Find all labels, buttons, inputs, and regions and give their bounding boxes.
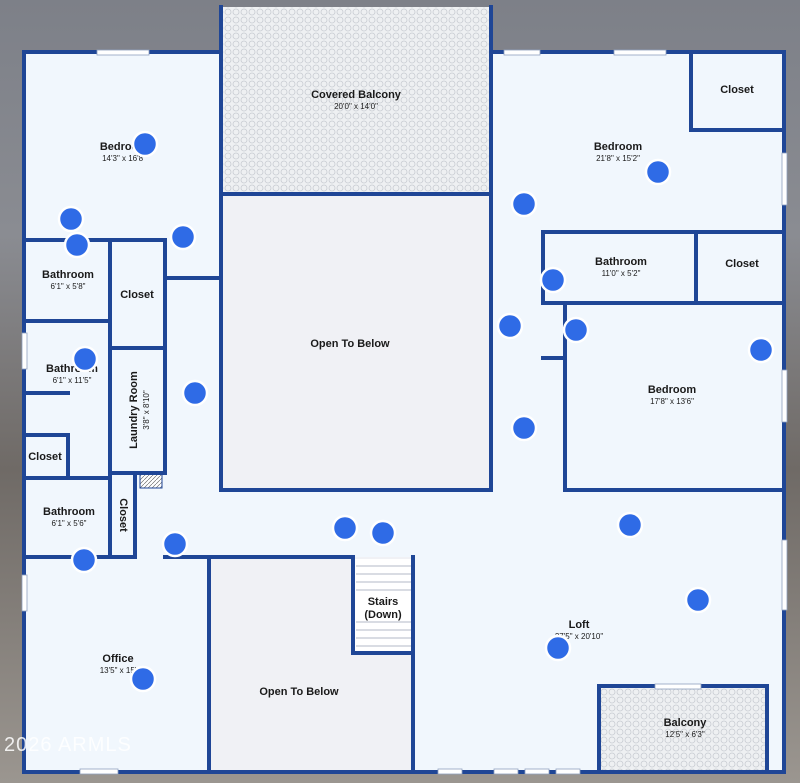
photo-marker-pin[interactable] xyxy=(57,205,85,233)
photo-marker-pin[interactable] xyxy=(562,316,590,344)
office-dims: 13'5" x 15' xyxy=(100,666,137,675)
hatched-shaft xyxy=(139,472,163,489)
closet-small-label: Closet xyxy=(117,498,129,532)
bedroom-ne-label: Bedroom xyxy=(594,141,643,153)
photo-marker-pin[interactable] xyxy=(747,336,775,364)
closet-ne-label: Closet xyxy=(720,84,754,96)
balcony-label: Balcony xyxy=(664,717,708,729)
photo-marker-pin[interactable] xyxy=(496,312,524,340)
bathroom-w3-label: Bathroom xyxy=(43,506,95,518)
bathroom-w2-dims: 6'1" x 11'5" xyxy=(53,376,92,385)
photo-marker-pin[interactable] xyxy=(70,546,98,574)
photo-marker-pin[interactable] xyxy=(63,231,91,259)
closet-w-label: Closet xyxy=(120,289,154,301)
open-to-below-1-floor xyxy=(221,196,491,489)
bedroom-ne-dims: 21'8" x 15'2" xyxy=(596,154,640,163)
stairs-label-line1: Stairs xyxy=(368,596,399,608)
photo-marker-pin[interactable] xyxy=(169,223,197,251)
bedroom-nw-dims: 14'3" x 16'8" xyxy=(102,154,146,163)
balcony-floor xyxy=(601,686,767,772)
photo-marker-pin[interactable] xyxy=(544,634,572,662)
photo-marker-pin[interactable] xyxy=(71,345,99,373)
covered-balcony-label: Covered Balcony xyxy=(311,89,402,101)
bathroom-e-label: Bathroom xyxy=(595,256,647,268)
watermark: 2026 ARMLS xyxy=(4,734,132,756)
open-to-below-1-label: Open To Below xyxy=(310,338,390,350)
laundry-label: Laundry Room xyxy=(128,371,140,449)
stairs-label-line2: (Down) xyxy=(364,609,402,621)
photo-marker-pin[interactable] xyxy=(510,414,538,442)
photo-marker-pin[interactable] xyxy=(684,586,712,614)
photo-marker-pin[interactable] xyxy=(539,266,567,294)
bedroom-e-dims: 17'8" x 13'6" xyxy=(650,397,694,406)
closet-e-label: Closet xyxy=(725,258,759,270)
photo-marker-pin[interactable] xyxy=(131,130,159,158)
covered-balcony-floor xyxy=(221,7,491,194)
windows xyxy=(21,49,788,775)
bathroom-e-dims: 11'0" x 5'2" xyxy=(602,269,641,278)
balcony-dims: 12'5" x 6'3" xyxy=(665,730,705,739)
photo-marker-pin[interactable] xyxy=(510,190,538,218)
photo-marker-pin[interactable] xyxy=(369,519,397,547)
office-label: Office xyxy=(102,653,133,665)
bathroom-w1-dims: 6'1" x 5'8" xyxy=(51,282,86,291)
covered-balcony-dims: 20'0" x 14'0" xyxy=(334,102,378,111)
photo-marker-pin[interactable] xyxy=(129,665,157,693)
open-to-below-2-label: Open To Below xyxy=(259,686,339,698)
bathroom-w1-label: Bathroom xyxy=(42,269,94,281)
photo-marker-pin[interactable] xyxy=(644,158,672,186)
stair-treads xyxy=(356,565,412,647)
bedroom-e-label: Bedroom xyxy=(648,384,697,396)
closet-sw-label: Closet xyxy=(28,451,62,463)
photo-marker-pin[interactable] xyxy=(616,511,644,539)
loft-label: Loft xyxy=(569,619,590,631)
photo-markers xyxy=(57,130,775,693)
loft-dims: 27'5" x 20'10" xyxy=(555,632,603,641)
photo-marker-pin[interactable] xyxy=(161,530,189,558)
laundry-dims: 3'8" x 8'10" xyxy=(142,390,151,430)
photo-marker-pin[interactable] xyxy=(181,379,209,407)
photo-marker-pin[interactable] xyxy=(331,514,359,542)
bathroom-w3-dims: 6'1" x 5'6" xyxy=(52,519,87,528)
